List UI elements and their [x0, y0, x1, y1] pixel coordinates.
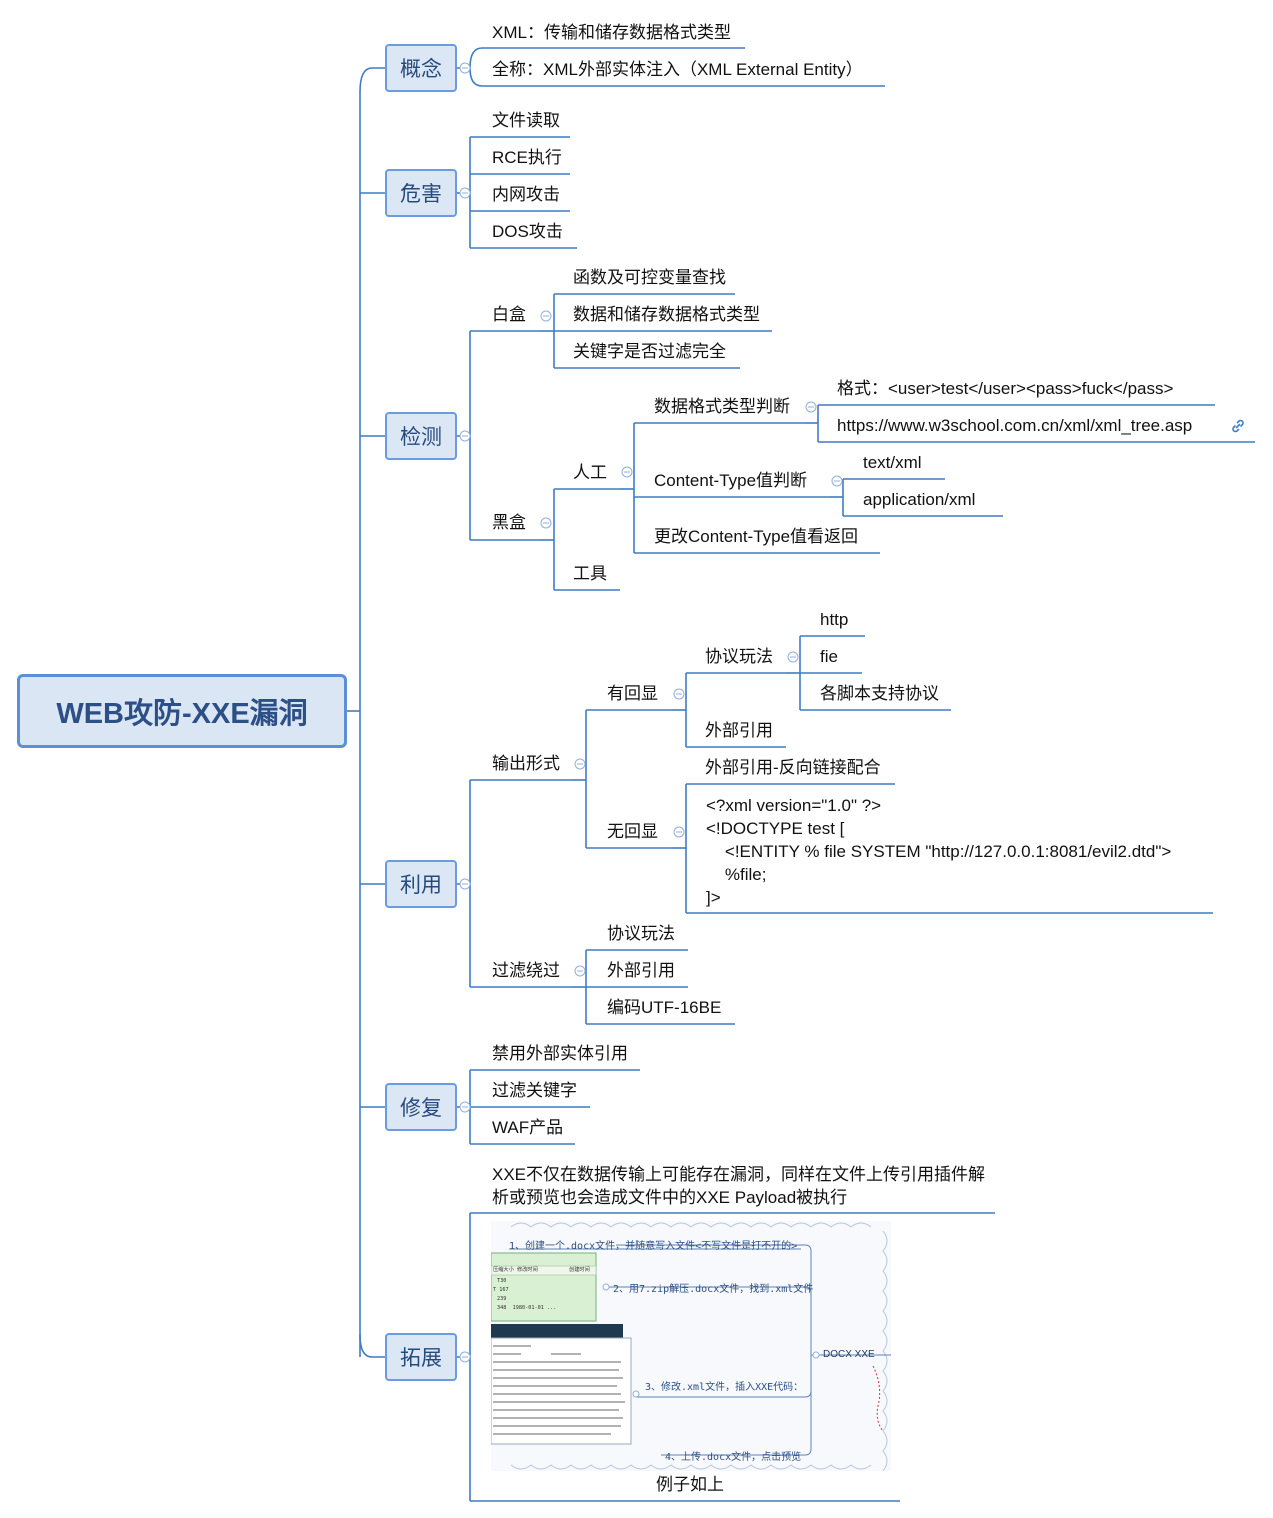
w3school-link[interactable]: https://www.w3school.com.cn/xml/xml_tree…	[837, 416, 1193, 435]
col-header: 创建时间	[569, 1267, 590, 1273]
file-row: 348 1980-01-01 ...	[497, 1305, 557, 1311]
harm-item[interactable]: DOS攻击	[492, 222, 563, 241]
docx-xxe-node: DOCX XXE	[823, 1349, 875, 1360]
whitebox-item[interactable]: 数据和储存数据格式类型	[573, 305, 760, 324]
bypass-item[interactable]: 协议玩法	[607, 924, 675, 943]
format-check-node[interactable]: 数据格式类型判断	[654, 397, 790, 416]
whitebox-item[interactable]: 函数及可控变量查找	[573, 268, 726, 287]
whitebox-node[interactable]: 白盒	[492, 305, 526, 324]
protocol-item[interactable]: http	[820, 610, 849, 629]
protocol-item[interactable]: 各脚本支持协议	[820, 684, 939, 703]
noecho-node[interactable]: 无回显	[607, 822, 658, 841]
protocol-item[interactable]: fie	[820, 647, 838, 666]
payload-code[interactable]: <?xml version="1.0" ?> <!DOCTYPE test [ …	[706, 796, 1172, 907]
file-row: T30	[497, 1278, 507, 1284]
protocol-node[interactable]: 协议玩法	[705, 647, 773, 666]
branch-concept[interactable]: 概念	[385, 44, 457, 92]
change-content-type[interactable]: 更改Content-Type值看返回	[654, 527, 859, 546]
manual-node[interactable]: 人工	[573, 463, 607, 482]
fix-item[interactable]: WAF产品	[492, 1118, 564, 1137]
format-example[interactable]: 格式：<user>test</user><pass>fuck</pass>	[837, 379, 1174, 398]
bypass-item[interactable]: 外部引用	[607, 961, 675, 980]
fix-item[interactable]: 过滤关键字	[492, 1081, 577, 1100]
reverse-ref-node[interactable]: 外部引用-反向链接配合	[705, 758, 881, 777]
extend-note[interactable]: XXE不仅在数据传输上可能存在漏洞，同样在文件上传引用插件解析或预览也会造成文件…	[492, 1165, 986, 1207]
whitebox-item[interactable]: 关键字是否过滤完全	[573, 342, 726, 361]
branch-extend[interactable]: 拓展	[385, 1333, 457, 1381]
file-row: 239	[497, 1296, 507, 1302]
col-header: 修改时间	[517, 1267, 538, 1273]
tool-node[interactable]: 工具	[573, 564, 607, 583]
harm-item[interactable]: 内网攻击	[492, 185, 560, 204]
col-header: 压缩大小	[493, 1267, 514, 1273]
content-type-item[interactable]: application/xml	[863, 490, 976, 509]
external-ref-node[interactable]: 外部引用	[705, 721, 773, 740]
bypass-item[interactable]: 编码UTF-16BE	[607, 998, 722, 1017]
link-icon[interactable]	[1230, 418, 1246, 434]
blackbox-node[interactable]: 黑盒	[492, 513, 526, 532]
content-type-node[interactable]: Content-Type值判断	[654, 471, 808, 490]
step-1: 1、创建一个.docx文件，并随意写入文件<不写文件是打不开的>	[509, 1241, 798, 1252]
xml-code-lines	[493, 1345, 625, 1435]
concept-item[interactable]: 全称：XML外部实体注入（XML External Entity）	[492, 60, 863, 79]
branch-fix[interactable]: 修复	[385, 1083, 457, 1131]
branch-harm[interactable]: 危害	[385, 169, 457, 217]
branch-detect[interactable]: 检测	[385, 412, 457, 460]
example-caption[interactable]: 例子如上	[656, 1475, 724, 1494]
step-3: 3、修改.xml文件，插入XXE代码：	[645, 1382, 804, 1393]
file-row: T 167	[493, 1287, 509, 1293]
content-type-item[interactable]: text/xml	[863, 453, 922, 472]
concept-item[interactable]: XML：传输和储存数据格式类型	[492, 23, 731, 42]
harm-item[interactable]: 文件读取	[492, 111, 560, 130]
step-4: 4、上传.docx文件，点击预览	[665, 1452, 802, 1463]
root-node[interactable]: WEB攻防-XXE漏洞	[17, 674, 347, 748]
step-2: 2、用7.zip解压.docx文件，找到.xml文件	[613, 1284, 814, 1295]
fix-item[interactable]: 禁用外部实体引用	[492, 1044, 628, 1063]
example-screenshot: 1、创建一个.docx文件，并随意写入文件<不写文件是打不开的> 2、用7.zi…	[491, 1221, 891, 1471]
output-node[interactable]: 输出形式	[492, 754, 560, 773]
branch-exploit[interactable]: 利用	[385, 860, 457, 908]
bypass-node[interactable]: 过滤绕过	[492, 961, 560, 980]
echo-node[interactable]: 有回显	[607, 684, 658, 703]
harm-item[interactable]: RCE执行	[492, 148, 562, 167]
